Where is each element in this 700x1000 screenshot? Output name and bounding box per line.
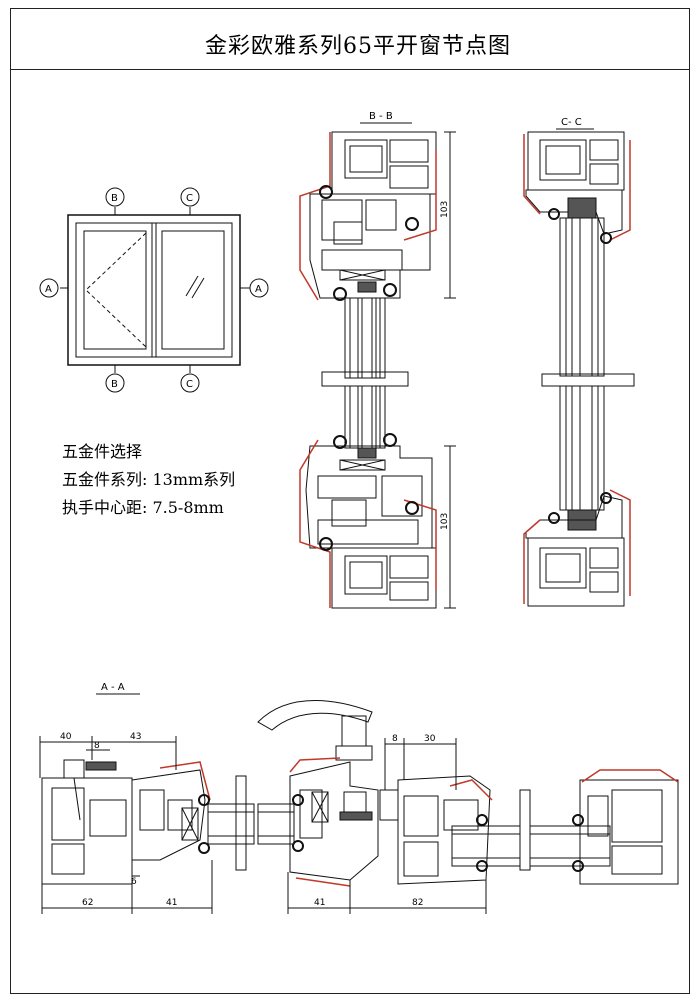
drawing-title: 金彩欧雅系列65平开窗节点图 — [205, 34, 511, 59]
gasket-outline-a-a — [159, 757, 679, 887]
dimension-b-b — [444, 131, 456, 609]
section-marker-a-left — [39, 278, 59, 298]
marker-letter-c-bottom: C — [186, 379, 193, 390]
section-label-underlines — [96, 122, 594, 695]
dim-30: 30 — [424, 734, 436, 744]
dim-bb-upper: 103 — [440, 201, 450, 218]
dim-6: 6 — [131, 877, 137, 887]
section-marker-c-bottom — [180, 373, 200, 393]
dim-8-right: 8 — [392, 734, 398, 744]
section-label-b-b: B - B — [369, 111, 393, 122]
gasket-seals-a-a — [198, 794, 584, 872]
gasket-seals-c-c — [548, 208, 612, 524]
gasket-outline-b-b — [299, 132, 437, 608]
section-marker-c-top — [180, 187, 200, 207]
title-bar — [10, 8, 690, 70]
gasket-outline-c-c — [523, 134, 631, 604]
section-marker-b-top — [105, 187, 125, 207]
marker-letter-b-bottom: B — [111, 379, 118, 390]
dimensions-a-a — [39, 736, 487, 914]
marker-letter-c-top: C — [186, 193, 193, 204]
dim-8-left: 8 — [94, 741, 100, 751]
window-elevation — [60, 207, 250, 373]
dim-43: 43 — [130, 732, 141, 742]
section-marker-b-bottom — [105, 373, 125, 393]
dim-41-right: 41 — [314, 898, 325, 908]
spec-hardware-heading: 五金件选择 — [62, 442, 143, 461]
marker-letter-a-right: A — [255, 284, 262, 295]
marker-letter-a-left: A — [45, 284, 52, 295]
dim-40: 40 — [60, 732, 72, 742]
dim-41-left: 41 — [166, 898, 177, 908]
dim-bb-lower: 103 — [440, 513, 450, 530]
spec-handle-distance: 执手中心距: 7.5-8mm — [62, 498, 224, 517]
section-b-b — [305, 131, 437, 609]
section-marker-a-right — [249, 278, 269, 298]
spec-hardware-series: 五金件系列: 13mm系列 — [62, 470, 236, 489]
marker-letter-b-top: B — [111, 193, 118, 204]
section-label-a-a: A - A — [101, 682, 125, 693]
section-a-a — [41, 700, 679, 885]
dim-82: 82 — [412, 898, 423, 908]
drawing-sheet — [10, 8, 690, 994]
gasket-seals-b-b — [319, 185, 419, 551]
section-label-c-c: C- C — [561, 117, 582, 128]
dim-62: 62 — [82, 898, 93, 908]
section-c-c — [525, 131, 635, 607]
